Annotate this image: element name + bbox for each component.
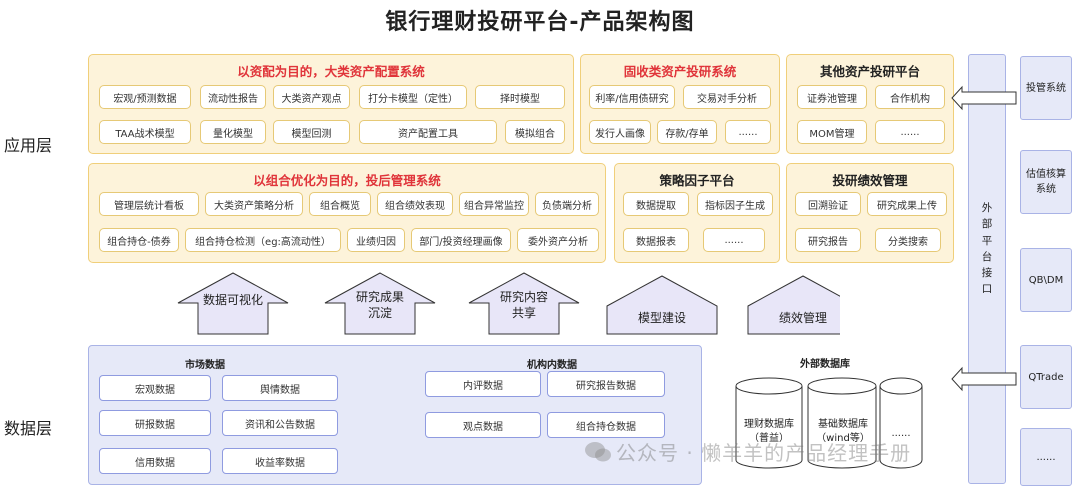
- system-investment-mgmt[interactable]: 投管系统: [1020, 56, 1072, 120]
- item-rate-credit-research[interactable]: 利率/信用债研究: [589, 85, 675, 109]
- arrow-label-performance: 绩效管理: [778, 311, 827, 325]
- cylinder-wealth-db: [735, 386, 803, 469]
- panel-post-investment: 以组合优化为目的，投后管理系统 管理层统计看板 大类资产策略分析 组合概览 组合…: [88, 163, 606, 263]
- item-portfolio-anomaly[interactable]: 组合异常监控: [459, 192, 529, 216]
- panel-fixed-income-title: 固收类资产投研系统: [623, 64, 737, 79]
- item-data-report[interactable]: 数据报表: [623, 228, 689, 252]
- item-news-announcement[interactable]: 资讯和公告数据: [222, 410, 338, 436]
- item-credit-data[interactable]: 信用数据: [99, 448, 211, 474]
- system-more[interactable]: ......: [1020, 428, 1072, 486]
- external-db-more-label: ......: [891, 428, 911, 439]
- item-macro-data[interactable]: 宏观数据: [99, 375, 211, 401]
- wechat-icon: [585, 442, 611, 462]
- external-db-wealth-label: 理财数据库 （普益）: [744, 419, 794, 444]
- interface-arrows: [951, 85, 1017, 392]
- item-upload-results[interactable]: 研究成果上传: [867, 192, 947, 216]
- system-valuation-accounting[interactable]: 估值核算 系统: [1020, 150, 1072, 214]
- item-more-other-assets[interactable]: ......: [875, 120, 945, 144]
- arrow-label-content-sharing: 研究内容 共享: [499, 290, 548, 321]
- page-title: 银行理财投研平台-产品架构图: [385, 10, 695, 35]
- item-quant-model[interactable]: 量化模型: [200, 120, 266, 144]
- item-sentiment-data[interactable]: 舆情数据: [222, 375, 338, 401]
- item-issuer-profile[interactable]: 发行人画像: [589, 120, 651, 144]
- panel-strategy-factor-title: 策略因子平台: [659, 173, 735, 188]
- external-db-base-label: 基础数据库 （wind等）: [816, 419, 870, 444]
- panel-post-investment-title: 以组合优化为目的，投后管理系统: [253, 173, 441, 188]
- item-security-pool[interactable]: 证券池管理: [797, 85, 867, 109]
- arrow-model-building: [606, 275, 718, 335]
- external-interface-bar: [968, 54, 1006, 484]
- item-macro-forecast[interactable]: 宏观/预测数据: [99, 85, 191, 109]
- item-holdings-bonds[interactable]: 组合持仓-债券: [99, 228, 179, 252]
- cylinder-more-db: [879, 386, 923, 469]
- arrow-label-visualization: 数据可视化: [202, 293, 263, 307]
- item-simulated-portfolio[interactable]: 模拟组合: [505, 120, 565, 144]
- item-backtest-verify[interactable]: 回溯验证: [795, 192, 861, 216]
- item-more-fixed-income[interactable]: ......: [725, 120, 771, 144]
- item-liquidity-report[interactable]: 流动性报告: [200, 85, 266, 109]
- item-research-report[interactable]: 研究报告: [795, 228, 861, 252]
- system-qtrade[interactable]: QTrade: [1020, 345, 1072, 409]
- item-manager-profile[interactable]: 部门/投资经理画像: [411, 228, 511, 252]
- item-research-report-data[interactable]: 研究报告数据: [547, 371, 665, 397]
- item-factor-generation[interactable]: 指标因子生成: [697, 192, 773, 216]
- arrow-performance: [747, 275, 840, 335]
- panel-research-performance-title: 投研绩效管理: [832, 173, 908, 188]
- item-mgmt-dashboard[interactable]: 管理层统计看板: [99, 192, 199, 216]
- panel-other-assets: 其他资产投研平台 证券池管理 合作机构 MOM管理 ......: [786, 54, 954, 154]
- item-asset-view[interactable]: 大类资产观点: [273, 85, 350, 109]
- item-asset-strategy[interactable]: 大类资产策略分析: [205, 192, 303, 216]
- arrow-research-results: [324, 272, 436, 335]
- up-arrows: [177, 272, 840, 335]
- item-mom-management[interactable]: MOM管理: [797, 120, 867, 144]
- system-qb-dm[interactable]: QB\DM: [1020, 248, 1072, 312]
- item-deposit-cd[interactable]: 存款/存单: [657, 120, 717, 144]
- item-research-data[interactable]: 研报数据: [99, 410, 211, 436]
- institution-data-title: 机构内数据: [527, 360, 577, 371]
- item-timing-model[interactable]: 择时模型: [475, 85, 565, 109]
- cylinder-base-db: [807, 386, 877, 469]
- item-more-strategy[interactable]: ......: [703, 228, 765, 252]
- arrow-content-sharing: [468, 272, 580, 335]
- item-outsourced-assets[interactable]: 委外资产分析: [517, 228, 599, 252]
- external-db-title: 外部数据库: [800, 359, 850, 370]
- arrow-visualization: [177, 272, 289, 335]
- item-internal-rating[interactable]: 内评数据: [425, 371, 541, 397]
- item-performance-attribution[interactable]: 业绩归因: [347, 228, 405, 252]
- arrow-into-interface-bottom: [951, 366, 1017, 392]
- item-yield-data[interactable]: 收益率数据: [222, 448, 338, 474]
- market-data-title: 市场数据: [185, 360, 225, 371]
- panel-fixed-income: 固收类资产投研系统 利率/信用债研究 交易对手分析 发行人画像 存款/存单 ..…: [580, 54, 780, 154]
- item-category-search[interactable]: 分类搜索: [875, 228, 941, 252]
- panel-other-assets-title: 其他资产投研平台: [819, 64, 920, 79]
- item-opinion-data[interactable]: 观点数据: [425, 412, 541, 438]
- item-allocation-tool[interactable]: 资产配置工具: [359, 120, 497, 144]
- item-portfolio-performance[interactable]: 组合绩效表现: [377, 192, 453, 216]
- item-portfolio-overview[interactable]: 组合概览: [309, 192, 371, 216]
- arrow-into-interface-top: [951, 85, 1017, 111]
- panel-asset-allocation-title: 以资配为目的，大类资产配置系统: [237, 64, 425, 79]
- watermark-text: 公众号 · 懒羊羊的产品经理手册: [616, 441, 912, 465]
- item-partner-institutions[interactable]: 合作机构: [875, 85, 945, 109]
- item-counterparty-analysis[interactable]: 交易对手分析: [683, 85, 771, 109]
- item-liability-analysis[interactable]: 负债端分析: [535, 192, 599, 216]
- item-data-extraction[interactable]: 数据提取: [623, 192, 689, 216]
- app-layer-label: 应用层: [4, 136, 53, 155]
- item-scorecard-model[interactable]: 打分卡模型（定性）: [359, 85, 467, 109]
- external-interface-label: 外 部 平 台 接 口: [981, 202, 993, 296]
- item-holdings-check[interactable]: 组合持仓检测（eg:高流动性）: [185, 228, 341, 252]
- item-taa-model[interactable]: TAA战术模型: [99, 120, 191, 144]
- external-db-cylinders: [735, 377, 923, 469]
- arrow-label-model-building: 模型建设: [637, 311, 686, 325]
- panel-data-layer: 市场数据 宏观数据 舆情数据 研报数据 资讯和公告数据 信用数据 收益率数据 机…: [88, 345, 702, 485]
- panel-asset-allocation: 以资配为目的，大类资产配置系统 宏观/预测数据 流动性报告 大类资产观点 打分卡…: [88, 54, 574, 154]
- panel-strategy-factor: 策略因子平台 数据提取 指标因子生成 数据报表 ......: [614, 163, 780, 263]
- item-backtest[interactable]: 模型回测: [273, 120, 350, 144]
- panel-research-performance: 投研绩效管理 回溯验证 研究成果上传 研究报告 分类搜索: [786, 163, 954, 263]
- data-layer-label: 数据层: [4, 419, 53, 438]
- arrow-label-research-results: 研究成果 沉淀: [355, 290, 404, 321]
- item-holdings-data[interactable]: 组合持仓数据: [547, 412, 665, 438]
